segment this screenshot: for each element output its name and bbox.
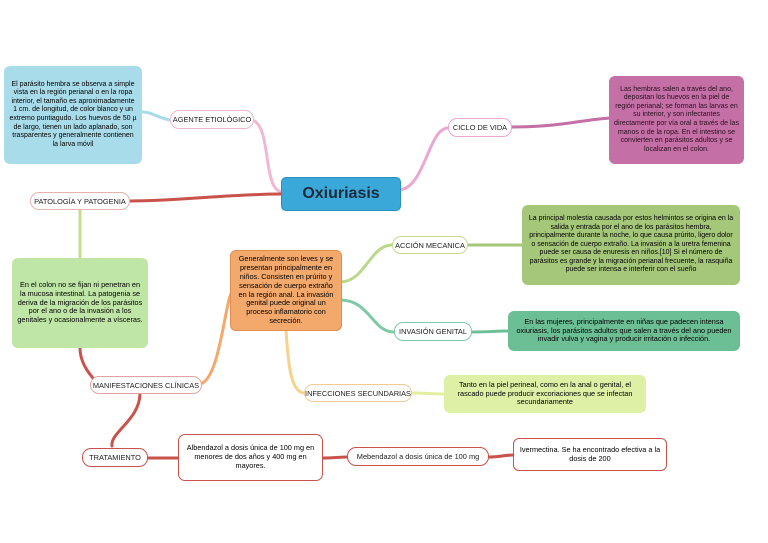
accion-mecanica-description: La principal molestia causada por estos …	[522, 205, 740, 285]
ivermectina-note: Ivermectina. Se ha encontrado efectiva a…	[513, 438, 667, 471]
branch-manifestaciones-clinicas: MANIFESTACIONES CLÍNICAS	[90, 376, 202, 394]
albendazol-note: Albendazol a dosis única de 100 mg en me…	[178, 434, 323, 481]
branch-patologia-patogenia: PATOLOGÍA Y PATOGENIA	[30, 192, 130, 210]
branch-mebendazol: Mebendazol a dosis única de 100 mg	[347, 447, 489, 466]
infecciones-secundarias-description: Tanto en la piel perineal, como en la an…	[444, 375, 646, 413]
branch-tratamiento: TRATAMIENTO	[82, 448, 148, 467]
patologia-patogenia-description: En el colon no se fijan ni penetran en l…	[12, 258, 148, 348]
invasion-genital-description: En las mujeres, principalmente en niñas …	[508, 311, 740, 351]
branch-accion-mecanica: ACCIÓN MECANICA	[392, 236, 468, 254]
central-topic: Oxiuriasis	[281, 177, 401, 211]
agente-etiologico-description: El parásito hembra se observa a simple v…	[4, 66, 142, 164]
ciclo-de-vida-description: Las hembras salen a través del ano, depo…	[609, 76, 744, 164]
branch-invasion-genital: INVASIÓN GENITAL	[394, 322, 472, 341]
branch-agente-etiologico: AGENTE ETIOLÓGICO	[170, 110, 254, 129]
manifestaciones-clinicas-description: Generalmente son leves y se presentan pr…	[230, 250, 342, 331]
branch-infecciones-secundarias: INFECCIONES SECUNDARIAS	[304, 384, 412, 402]
branch-ciclo-de-vida: CICLO DE VIDA	[448, 118, 512, 137]
